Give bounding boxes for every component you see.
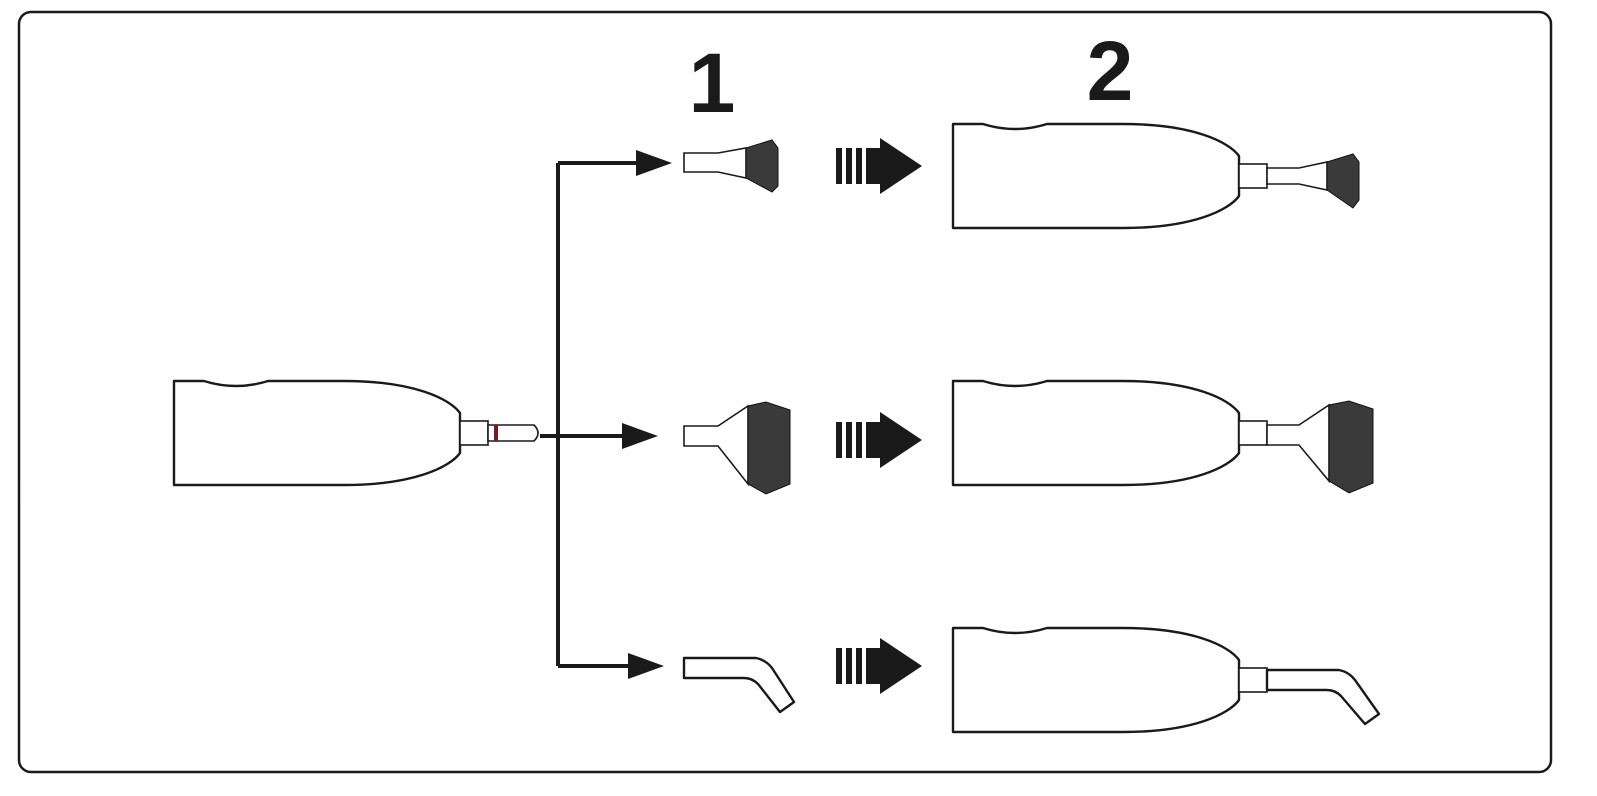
nozzle-ring	[494, 425, 498, 441]
device-without-attachment	[172, 379, 539, 487]
arrow-head-top	[636, 150, 672, 176]
branch-arrows	[540, 150, 672, 679]
device-with-narrow-brush	[951, 122, 1360, 230]
device-with-wide-brush	[951, 379, 1374, 494]
step-label-2: 2	[1087, 24, 1134, 118]
device-with-angled-nozzle	[951, 626, 1381, 734]
block-arrow-top	[836, 138, 922, 194]
attachment-wide-brush	[683, 401, 791, 495]
arrow-head-bottom	[628, 653, 664, 679]
block-arrow-bottom	[836, 638, 922, 694]
attachment-angled-nozzle	[682, 656, 796, 714]
arrow-head-middle	[622, 423, 658, 449]
step-label-1: 1	[689, 36, 736, 130]
block-arrow-middle	[836, 412, 922, 468]
attachment-narrow-brush	[683, 139, 779, 193]
